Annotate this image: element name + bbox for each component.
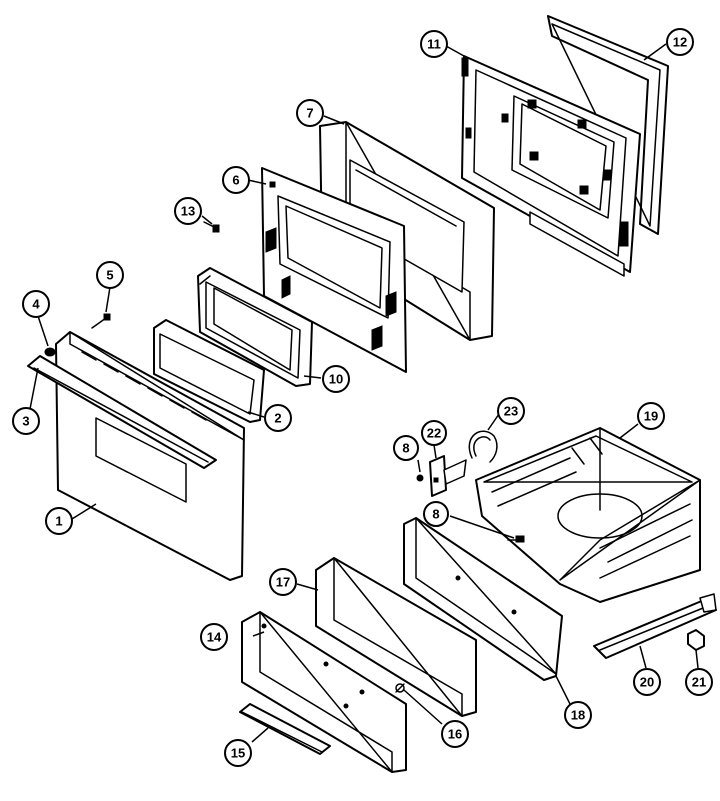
callout-8-upper-label: 8 (402, 441, 409, 456)
callout-15-label: 15 (231, 746, 245, 761)
callout-8-lower-label: 8 (432, 507, 439, 522)
callout-18: 18 (564, 701, 592, 729)
callout-14: 14 (200, 623, 228, 651)
part-14-drawer-trim (241, 611, 407, 773)
callout-19: 19 (637, 402, 665, 430)
callout-4: 4 (22, 290, 50, 318)
callout-13-label: 13 (181, 204, 195, 219)
part-17-drawer-panel (315, 557, 477, 717)
callout-1-label: 1 (55, 514, 62, 529)
part-3-door-handle (27, 355, 217, 469)
callout-3-label: 3 (22, 414, 29, 429)
callout-2: 2 (264, 404, 292, 432)
part-5-handle-screw (91, 313, 111, 329)
part-22-bracket (429, 455, 467, 497)
callout-16-label: 16 (448, 727, 462, 742)
callout-22: 22 (421, 420, 447, 446)
callout-15: 15 (224, 739, 252, 767)
callout-14-label: 14 (207, 630, 222, 645)
part-13-screw (203, 221, 220, 233)
callout-6-label: 6 (232, 173, 239, 188)
callout-17-label: 17 (276, 575, 290, 590)
callout-8-upper: 8 (393, 435, 419, 461)
part-20-drawer-rail (593, 593, 717, 659)
callout-13: 13 (174, 197, 202, 225)
callout-11: 11 (420, 30, 448, 58)
callout-20: 20 (633, 668, 661, 696)
callout-5: 5 (96, 261, 124, 289)
callout-21-label: 21 (692, 675, 706, 690)
part-16-screw (395, 683, 405, 693)
callout-23: 23 (497, 397, 525, 425)
callout-17: 17 (269, 568, 297, 596)
callout-12: 12 (666, 28, 694, 56)
callout-2-label: 2 (274, 411, 281, 426)
callout-7: 7 (296, 99, 324, 127)
callout-8-lower: 8 (423, 501, 449, 527)
part-7-door-frame (319, 121, 495, 341)
part-15-drawer-handle (239, 703, 331, 755)
part-23-wire (468, 430, 498, 463)
callout-11-label: 11 (427, 37, 441, 52)
callout-19-label: 19 (644, 409, 658, 424)
callout-7-label: 7 (306, 106, 313, 121)
callout-3: 3 (12, 407, 40, 435)
callout-5-label: 5 (106, 268, 113, 283)
part-21-rail-clip (687, 629, 705, 651)
callout-6: 6 (222, 166, 250, 194)
leader-lines (29, 43, 699, 743)
part-11-inner-door-panel (461, 55, 641, 277)
part-6-door-liner (261, 167, 407, 373)
callout-21: 21 (685, 668, 713, 696)
part-2-window-glass (153, 319, 265, 423)
callout-22-label: 22 (427, 426, 441, 441)
callout-12-label: 12 (673, 35, 687, 50)
callout-10-label: 10 (329, 372, 343, 387)
part-8-screw-a (416, 474, 424, 482)
part-4-handle-cap (44, 347, 56, 357)
callout-16: 16 (441, 720, 469, 748)
part-19-drawer-body (475, 427, 701, 603)
callout-20-label: 20 (640, 675, 654, 690)
callout-23-label: 23 (504, 404, 518, 419)
callout-10: 10 (322, 365, 350, 393)
callout-18-label: 18 (571, 708, 585, 723)
callout-1: 1 (45, 507, 73, 535)
part-8-screw-b (507, 535, 525, 543)
part-10-window-frame (197, 267, 313, 387)
callout-4-label: 4 (32, 297, 40, 312)
